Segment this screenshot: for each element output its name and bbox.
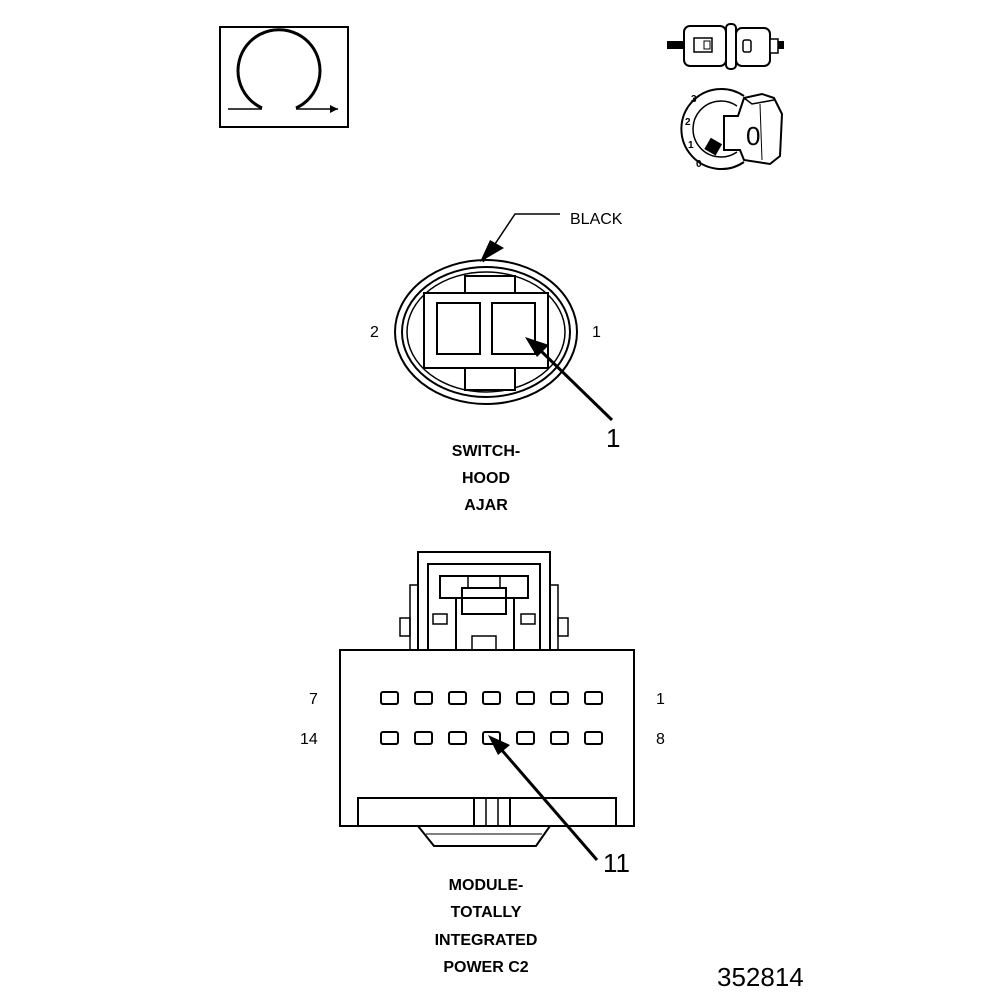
switch-hood-ajar-connector — [394, 259, 578, 405]
module-top-row-cavity — [516, 691, 535, 705]
key-position-3: 3 — [691, 94, 697, 105]
switch-title-line-2: HOOD — [462, 470, 510, 487]
connector-color-label: BLACK — [570, 211, 623, 228]
key-position-0: 0 — [696, 159, 702, 170]
ignition-key-icon: 0 3 2 1 0 — [680, 88, 784, 170]
module-bottom-row-cavity — [448, 731, 467, 745]
connector-view-symbol-icon — [219, 26, 349, 128]
switch-pin-2-label: 2 — [370, 324, 379, 341]
module-title-line-3: INTEGRATED — [435, 932, 538, 949]
document-id: 352814 — [717, 962, 804, 992]
module-pin-1-label: 1 — [656, 691, 665, 708]
module-bottom-row-cavity — [414, 731, 433, 745]
module-pin-8-label: 8 — [656, 731, 665, 748]
switch-callout-number: 1 — [606, 423, 620, 453]
module-top-row-cavity — [380, 691, 399, 705]
module-title-line-2: TOTALLY — [451, 904, 522, 921]
module-bottom-row-cavity — [584, 731, 603, 745]
key-letter: 0 — [746, 121, 760, 151]
switch-title-line-1: SWITCH- — [452, 443, 520, 460]
module-title-line-1: MODULE- — [449, 877, 524, 894]
module-top-row-cavity — [448, 691, 467, 705]
module-callout-number: 11 — [603, 848, 630, 878]
module-bottom-row-cavity — [550, 731, 569, 745]
black-color-leader — [480, 213, 560, 263]
switch-title-line-3: AJAR — [464, 497, 508, 514]
module-pin-7-label: 7 — [309, 691, 318, 708]
module-top-row-cavity — [584, 691, 603, 705]
key-position-2: 2 — [685, 117, 691, 128]
switch-callout-leader — [525, 337, 614, 422]
module-top-row-cavity — [550, 691, 569, 705]
connector-plug-icon — [667, 23, 784, 70]
module-top-row-cavity — [414, 691, 433, 705]
module-title-line-4: POWER C2 — [443, 959, 528, 976]
switch-pin-1-label: 1 — [592, 324, 601, 341]
module-callout-leader — [488, 735, 599, 861]
module-bottom-row-cavity — [380, 731, 399, 745]
module-bottom-row-cavity — [516, 731, 535, 745]
module-pin-14-label: 14 — [300, 731, 318, 748]
module-top-row-cavity — [482, 691, 501, 705]
module-pin-row-top — [380, 691, 603, 705]
key-position-1: 1 — [688, 140, 694, 151]
